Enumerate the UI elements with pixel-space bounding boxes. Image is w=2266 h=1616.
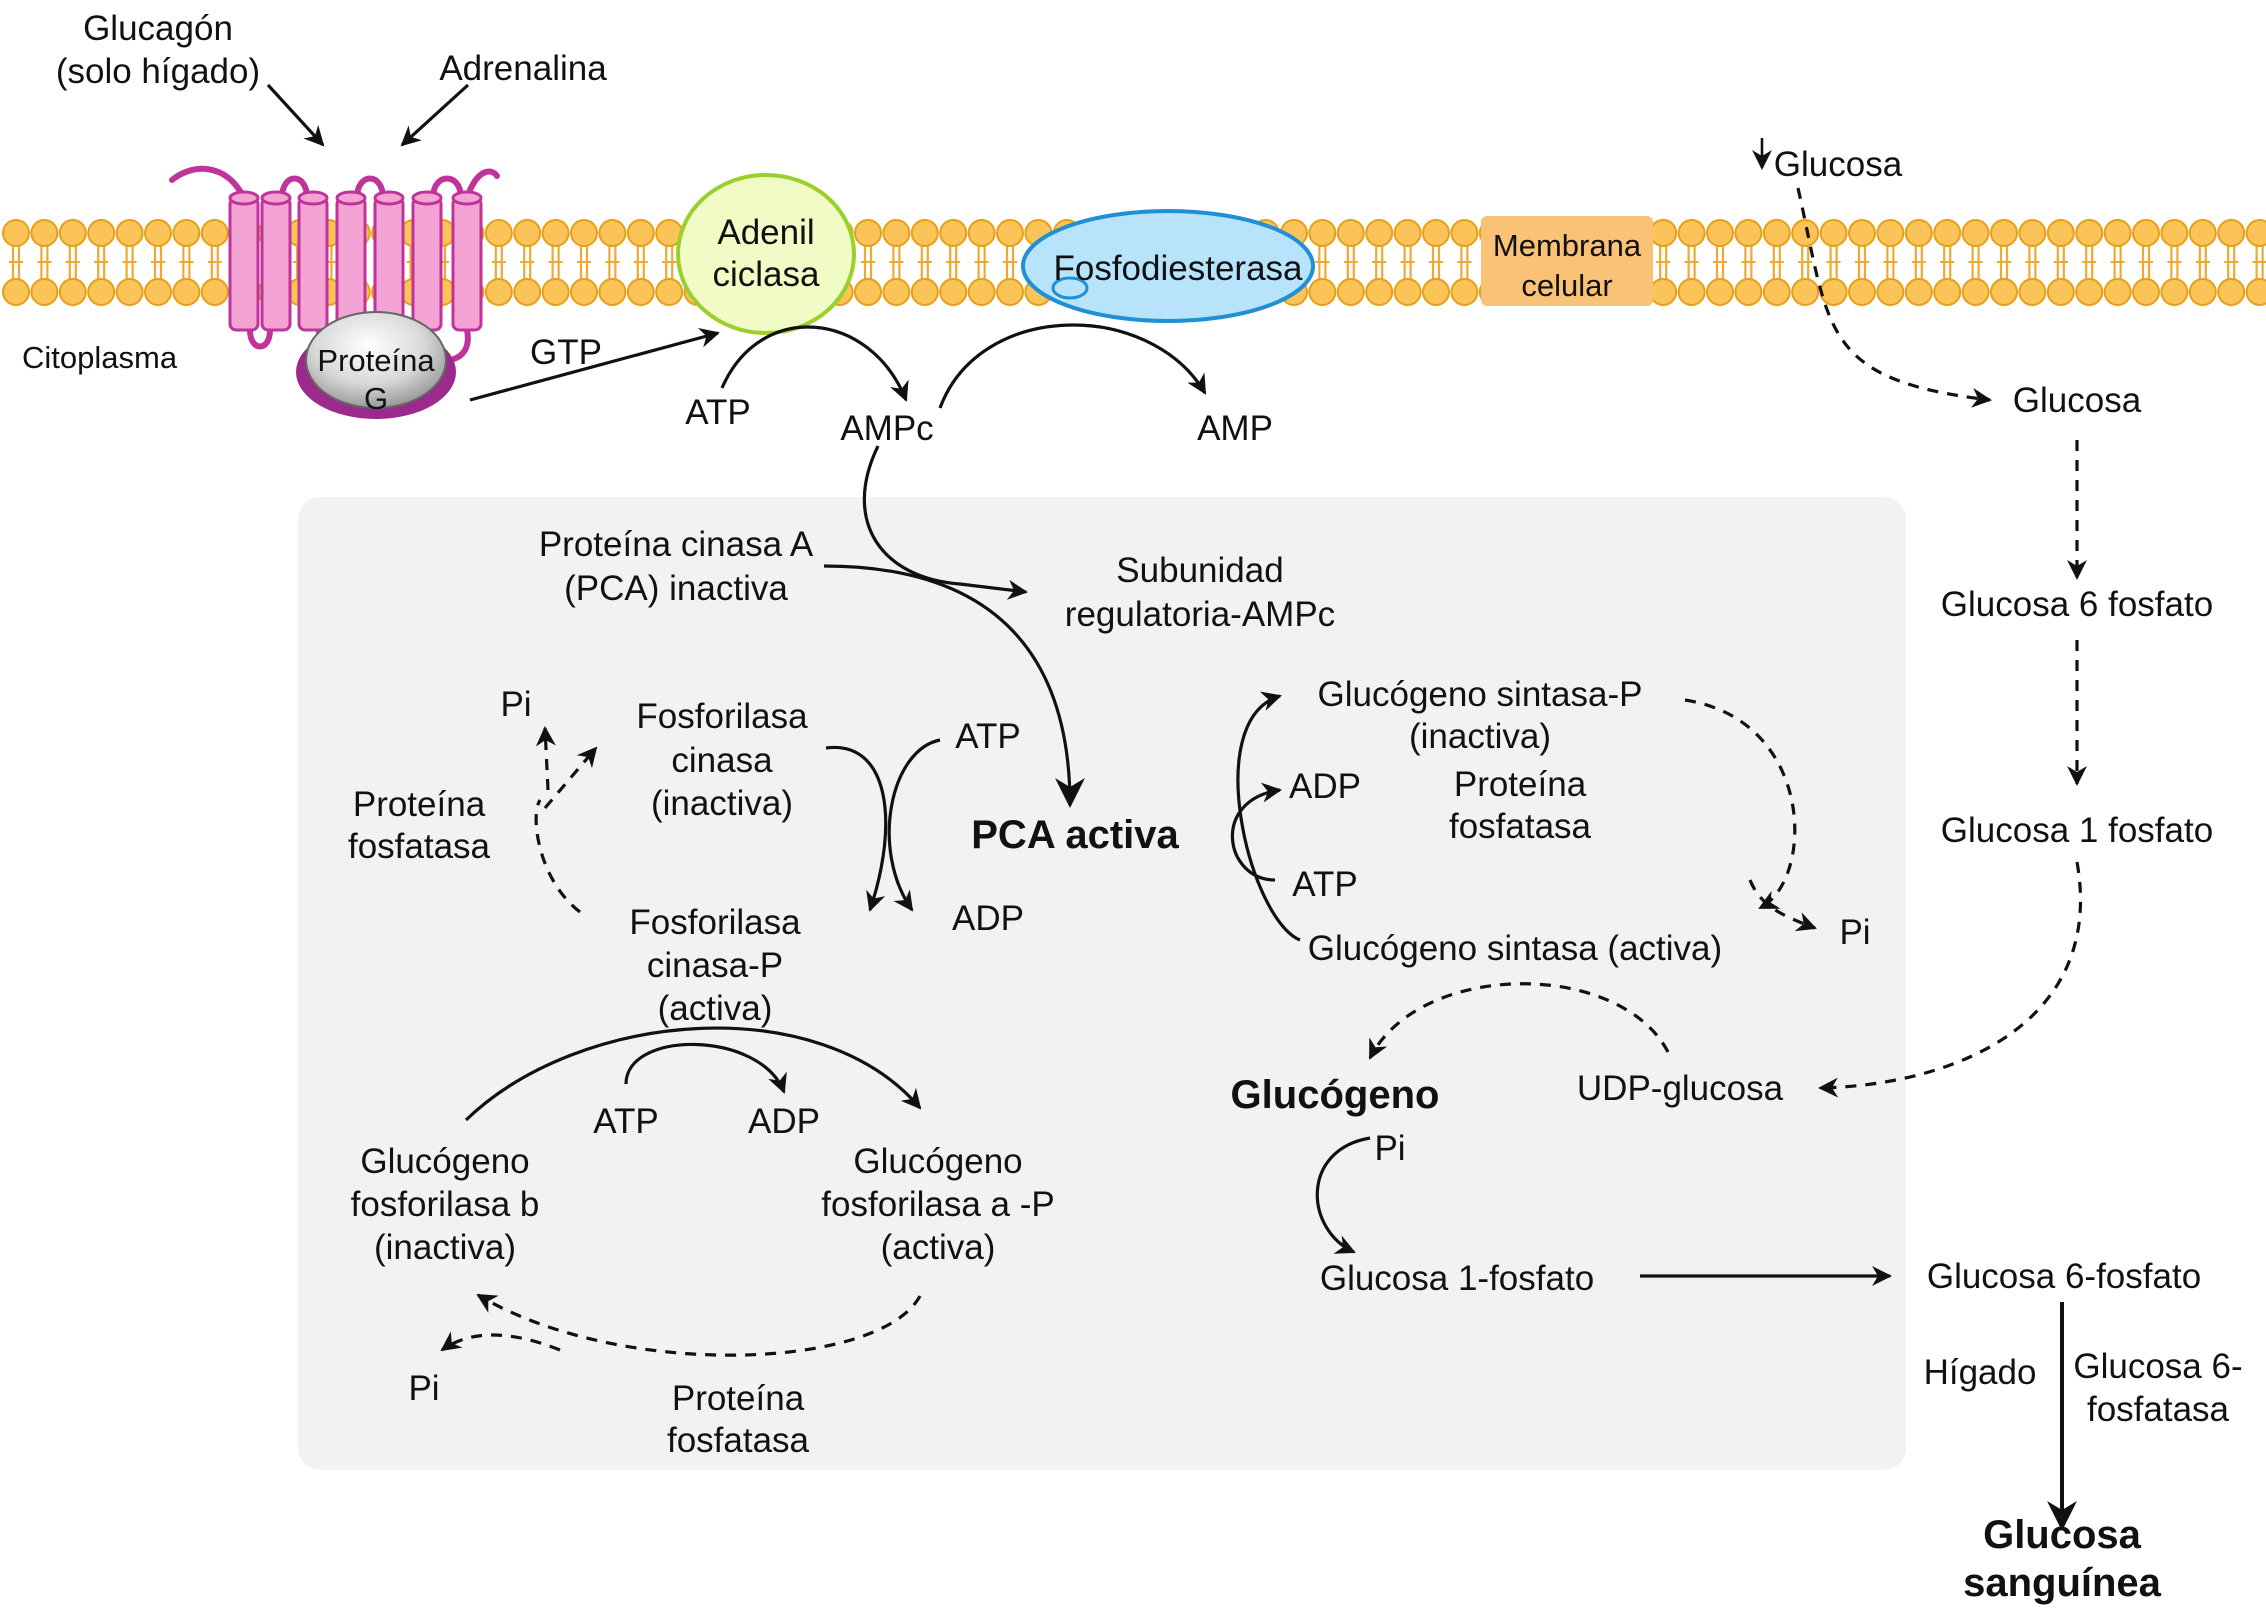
- glucose-transport-arrow: [1796, 187, 1992, 408]
- subunidad-line1: Subunidad: [1116, 551, 1283, 590]
- pf-a-to-fk-arrow: [543, 746, 598, 810]
- g-protein-label-line1: Proteína: [317, 343, 435, 378]
- adrenalina-arrow: [400, 83, 470, 147]
- fk-activa-line3: (activa): [658, 989, 773, 1028]
- atp-b-label: ATP: [593, 1102, 658, 1141]
- g-protein-label-line2: G: [364, 381, 388, 416]
- pca-activation-arrow: [823, 564, 1085, 808]
- pi-a-label: Pi: [500, 685, 531, 724]
- pf-a-line1: Proteína: [353, 785, 486, 824]
- atp-to-adp-b-arrow: [624, 1042, 787, 1094]
- pi-c-label: Pi: [1839, 913, 1870, 952]
- atp-to-adp-c-arrow: [1230, 782, 1282, 882]
- g6p-enzyme-line2: fosfatasa: [2087, 1390, 2230, 1429]
- fk-activation-arrow: [825, 745, 888, 912]
- adenil-label-line2: ciclasa: [713, 255, 821, 294]
- adp-b-label: ADP: [748, 1102, 820, 1141]
- membrane-label-line2: celular: [1521, 268, 1612, 303]
- glycogen-to-g1p-arrow: [1315, 1136, 1371, 1254]
- gsp-to-gs-arrow: [1684, 698, 1797, 910]
- membrane-label-bg: [1481, 216, 1653, 306]
- gf-b-line1: Glucógeno: [360, 1142, 529, 1181]
- atp-to-ampc-arrow: [720, 325, 909, 402]
- atp-a-label: ATP: [955, 717, 1020, 756]
- glucosa-1-fosfato-r-label: Glucosa 1 fosfato: [1941, 811, 2213, 850]
- pf-c-line1: Proteína: [1454, 765, 1587, 804]
- adp-a-label: ADP: [952, 899, 1024, 938]
- pf-b-line2: fosfatasa: [667, 1421, 810, 1460]
- fk-activa-line1: Fosforilasa: [629, 903, 801, 942]
- udp-to-glycogen-arrow: [1368, 982, 1670, 1060]
- pi-b-label: Pi: [408, 1369, 439, 1408]
- adp-c-label: ADP: [1289, 767, 1361, 806]
- pf-a-to-pi-arrow: [535, 726, 556, 791]
- glucosa-6-fosfato-label: Glucosa 6-fosfato: [1927, 1257, 2201, 1296]
- gf-a-line2: fosforilasa a -P: [821, 1185, 1054, 1224]
- gsp-line1: Glucógeno sintasa-P: [1318, 675, 1643, 714]
- citoplasma-label: Citoplasma: [22, 340, 178, 375]
- cytoplasm-panel: [298, 497, 1906, 1470]
- ampc-label: AMPc: [840, 409, 933, 448]
- pf-a-line2: fosfatasa: [348, 827, 491, 866]
- fk-inactiva-line3: (inactiva): [651, 784, 793, 823]
- gf-a-line3: (activa): [881, 1228, 996, 1267]
- subunidad-line2: regulatoria-AMPc: [1065, 595, 1335, 634]
- gsp-line2: (inactiva): [1409, 717, 1551, 756]
- pf-c-to-pi-arrow: [1748, 879, 1817, 932]
- glucagon-label-line1: Glucagón: [83, 9, 233, 48]
- fk-activa-line2: cinasa-P: [647, 946, 783, 985]
- gf-b-line3: (inactiva): [374, 1228, 516, 1267]
- phosphodiesterase-icon: [1021, 209, 1315, 323]
- gf-b-line2: fosforilasa b: [351, 1185, 540, 1224]
- atp-to-adp-a-arrow: [887, 738, 941, 912]
- g-protein-icon: [296, 311, 456, 419]
- atp-top-label: ATP: [685, 393, 750, 432]
- glucosa-outside-label: Glucosa: [1774, 145, 1903, 184]
- ampc-to-amp-arrow: [938, 323, 1207, 409]
- receptor-icon: [169, 165, 500, 365]
- glucagon-label-line2: (solo hígado): [56, 52, 260, 91]
- membrane-label-line1: Membrana: [1493, 228, 1642, 263]
- glucosa-sanguinea-line1: Glucosa: [1983, 1513, 2142, 1557]
- pca-activa-label: PCA activa: [971, 813, 1179, 857]
- pf-c-line2: fosfatasa: [1449, 807, 1592, 846]
- pi-d-label: Pi: [1374, 1129, 1405, 1168]
- atp-c-label: ATP: [1292, 865, 1357, 904]
- glucosa-sanguinea-line2: sanguínea: [1963, 1561, 2162, 1605]
- glucosa-1-fosfato-label: Glucosa 1-fosfato: [1320, 1259, 1594, 1298]
- fosfodiesterasa-label: Fosfodiesterasa: [1053, 249, 1303, 288]
- ampc-to-subunit-arrow: [862, 445, 1028, 600]
- higado-label: Hígado: [1924, 1353, 2037, 1392]
- pf-b-line1: Proteína: [672, 1379, 805, 1418]
- fk-inactiva-line2: cinasa: [671, 741, 773, 780]
- glucogeno-label: Glucógeno: [1231, 1073, 1440, 1117]
- pca-inactiva-line1: Proteína cinasa A: [539, 525, 814, 564]
- pf-b-to-pi-arrow: [440, 1331, 561, 1352]
- gtp-label: GTP: [530, 333, 602, 372]
- udp-glucosa-label: UDP-glucosa: [1577, 1069, 1784, 1108]
- gf-activation-arrow: [464, 1026, 922, 1122]
- gf-a-line1: Glucógeno: [853, 1142, 1022, 1181]
- glucagon-arrow: [266, 83, 325, 147]
- adenil-label-line1: Adenil: [717, 213, 814, 252]
- fk-inactiva-line1: Fosforilasa: [636, 697, 808, 736]
- gtp-arrow: [469, 328, 720, 402]
- gs-activa-label: Glucógeno sintasa (activa): [1308, 929, 1722, 968]
- adrenalina-label: Adrenalina: [439, 49, 607, 88]
- glucosa-inside-label: Glucosa: [2013, 381, 2142, 420]
- pca-inactiva-line2: (PCA) inactiva: [564, 569, 788, 608]
- g6p-enzyme-line1: Glucosa 6-: [2073, 1347, 2242, 1386]
- glucosa-6-fosfato-r-label: Glucosa 6 fosfato: [1941, 585, 2213, 624]
- adenylate-cyclase-icon: [676, 173, 856, 335]
- amp-label: AMP: [1197, 409, 1273, 448]
- gs-inactivation-arrow: [1236, 691, 1301, 942]
